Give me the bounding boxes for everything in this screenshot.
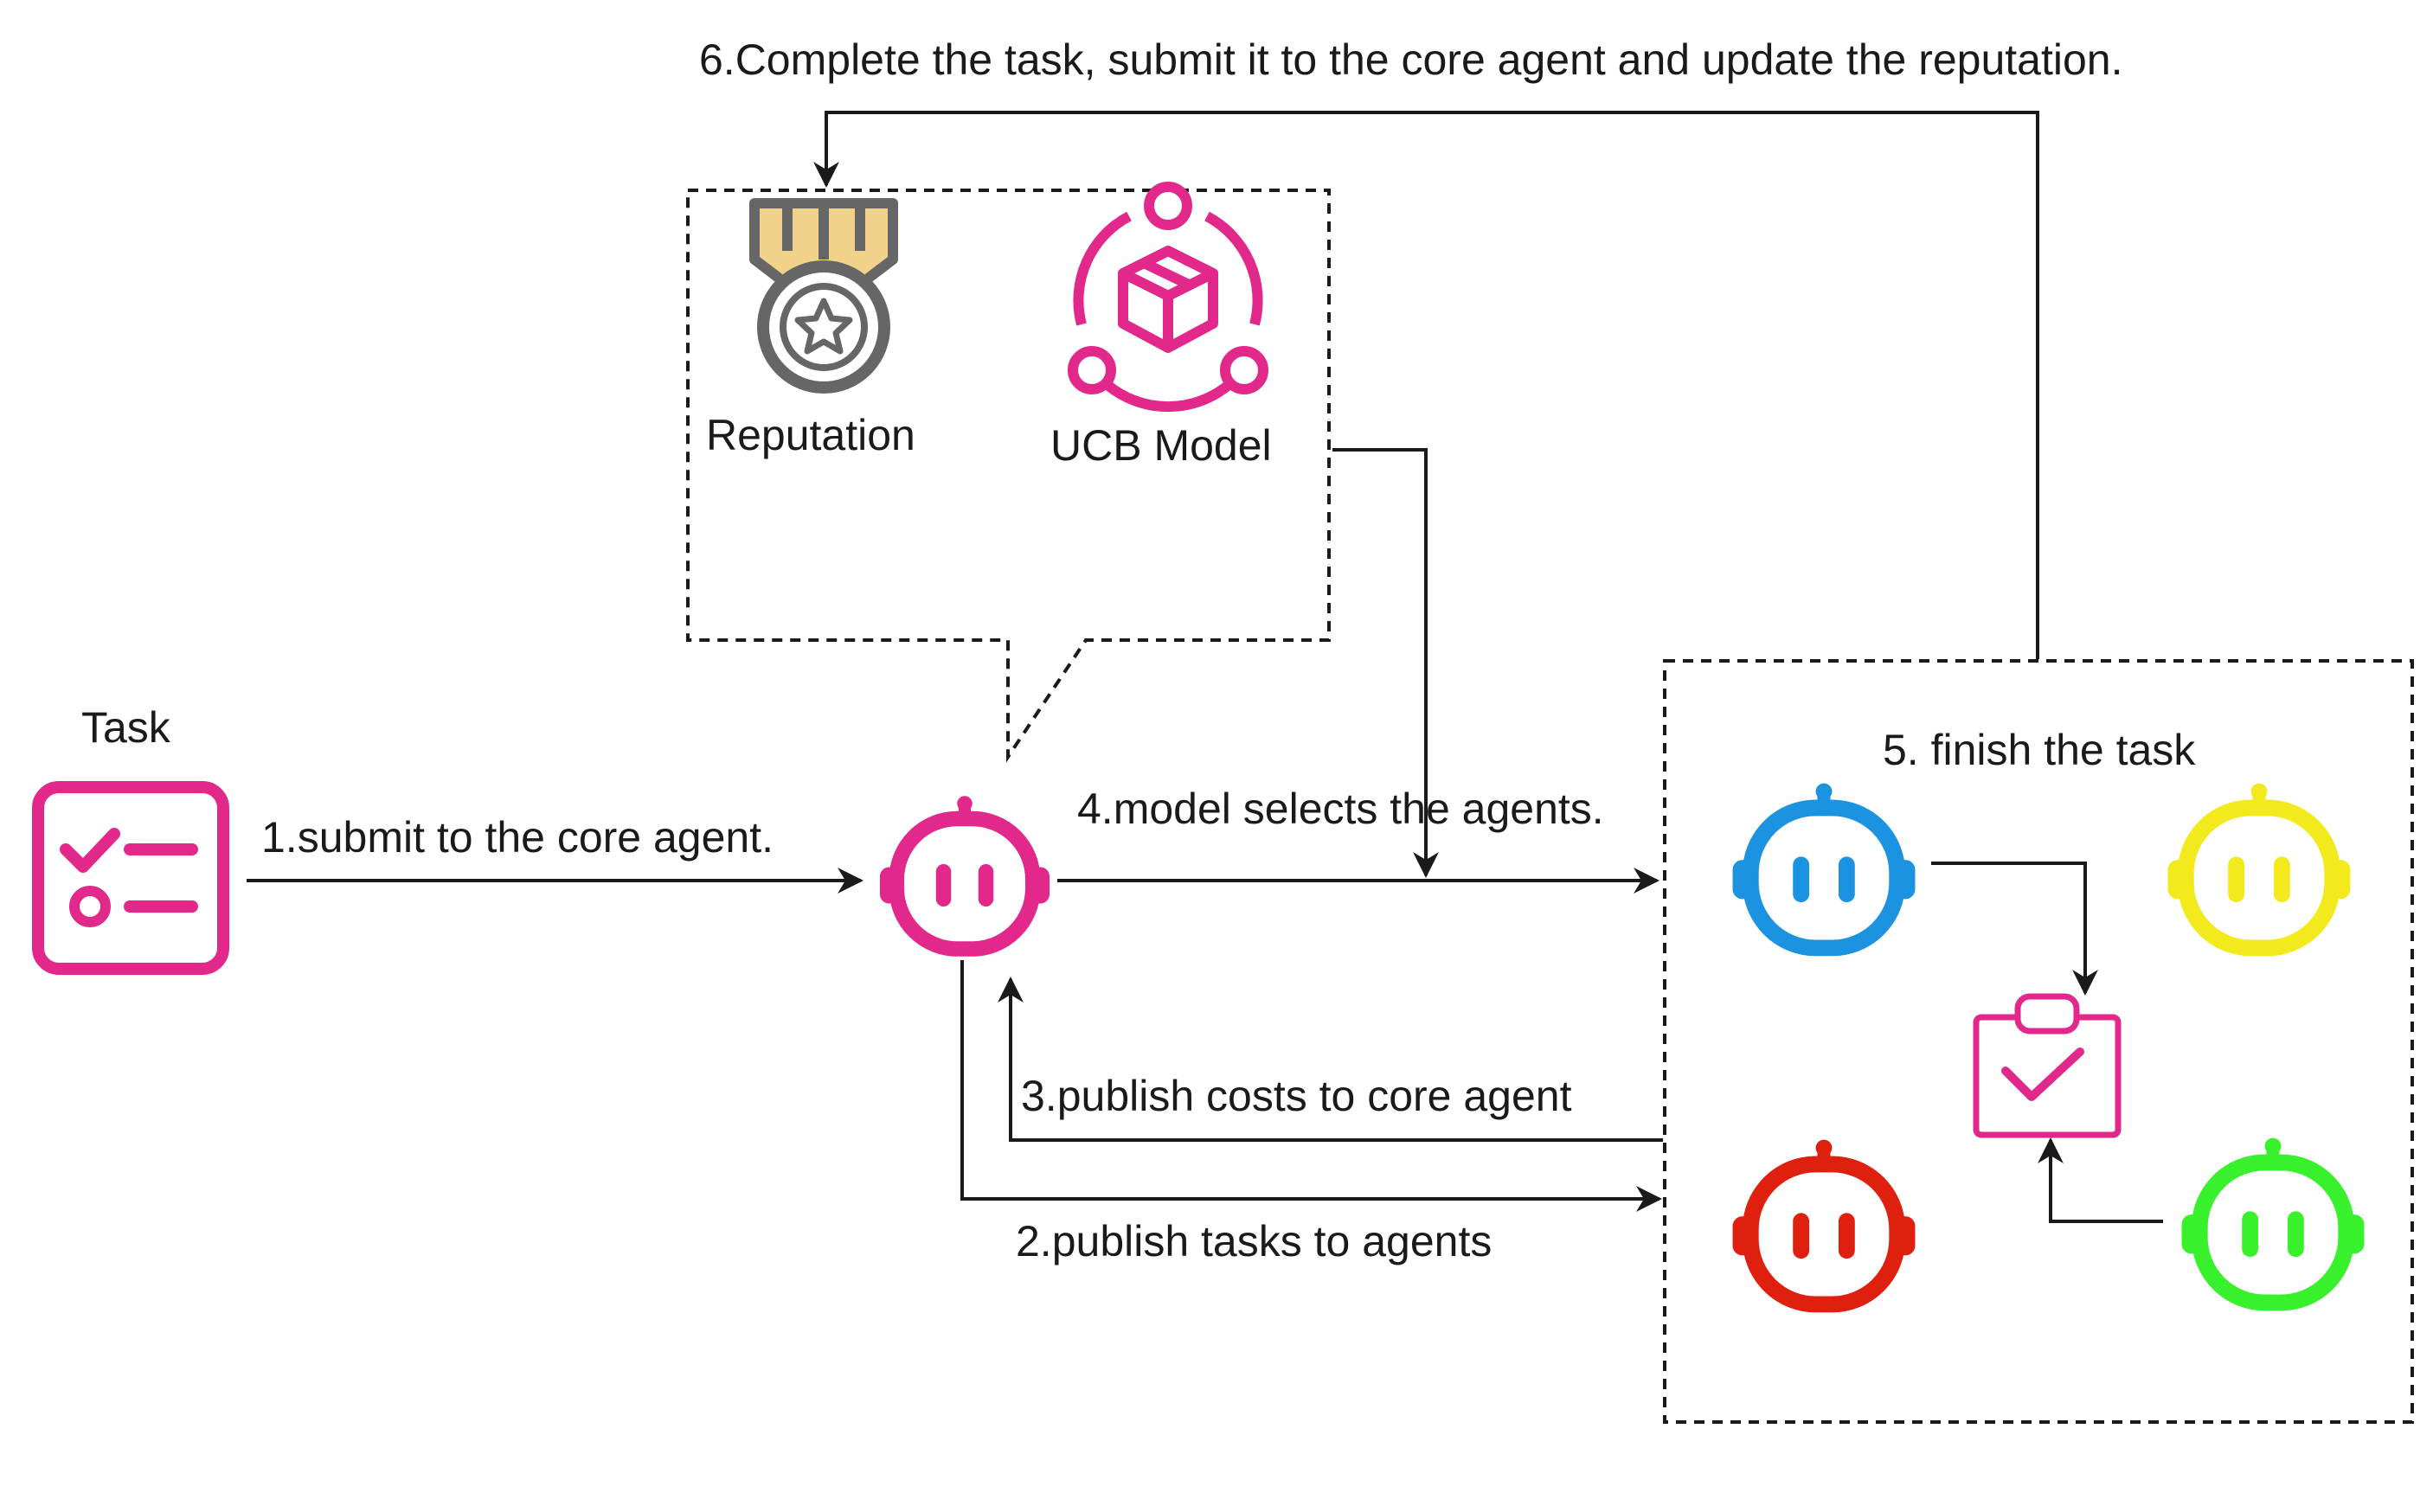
agent-blue-robot-icon bbox=[1733, 784, 1916, 948]
agents-group-box bbox=[1663, 659, 2414, 1424]
blue-to-clipboard-arrow bbox=[1931, 862, 2098, 996]
step4-label: 4.model selects the agents. bbox=[1077, 785, 1604, 833]
publish-costs-arrow-step3 bbox=[998, 977, 1663, 1142]
step3-label: 3.publish costs to core agent bbox=[1021, 1072, 1572, 1120]
step1-label: 1.submit to the core agent. bbox=[261, 813, 774, 862]
clipboard-check-icon bbox=[1973, 993, 2122, 1138]
task-checklist-icon bbox=[32, 781, 229, 975]
agent-yellow-robot-icon bbox=[2168, 784, 2351, 948]
agent-green-robot-icon bbox=[2182, 1138, 2365, 1303]
ucb-model-label: UCB Model bbox=[1050, 421, 1272, 470]
cube-network-icon bbox=[1068, 182, 1268, 413]
feedback-arrow-step6 bbox=[813, 111, 2039, 659]
ucb-to-selection-arrow bbox=[1332, 448, 1439, 878]
green-to-clipboard-arrow bbox=[2038, 1137, 2163, 1223]
agent-red-robot-icon bbox=[1733, 1140, 1916, 1304]
core-agent-robot-icon bbox=[880, 796, 1050, 949]
step5-label: 5. finish the task bbox=[1883, 726, 2196, 774]
medal-star-icon bbox=[749, 198, 898, 394]
core-agent-callout bbox=[686, 189, 1331, 763]
task-label: Task bbox=[81, 703, 171, 752]
step6-label: 6.Complete the task, submit it to the co… bbox=[699, 35, 2122, 84]
publish-tasks-arrow-step2 bbox=[960, 960, 1662, 1212]
reputation-label: Reputation bbox=[706, 411, 915, 459]
step2-label: 2.publish tasks to agents bbox=[1016, 1217, 1492, 1265]
